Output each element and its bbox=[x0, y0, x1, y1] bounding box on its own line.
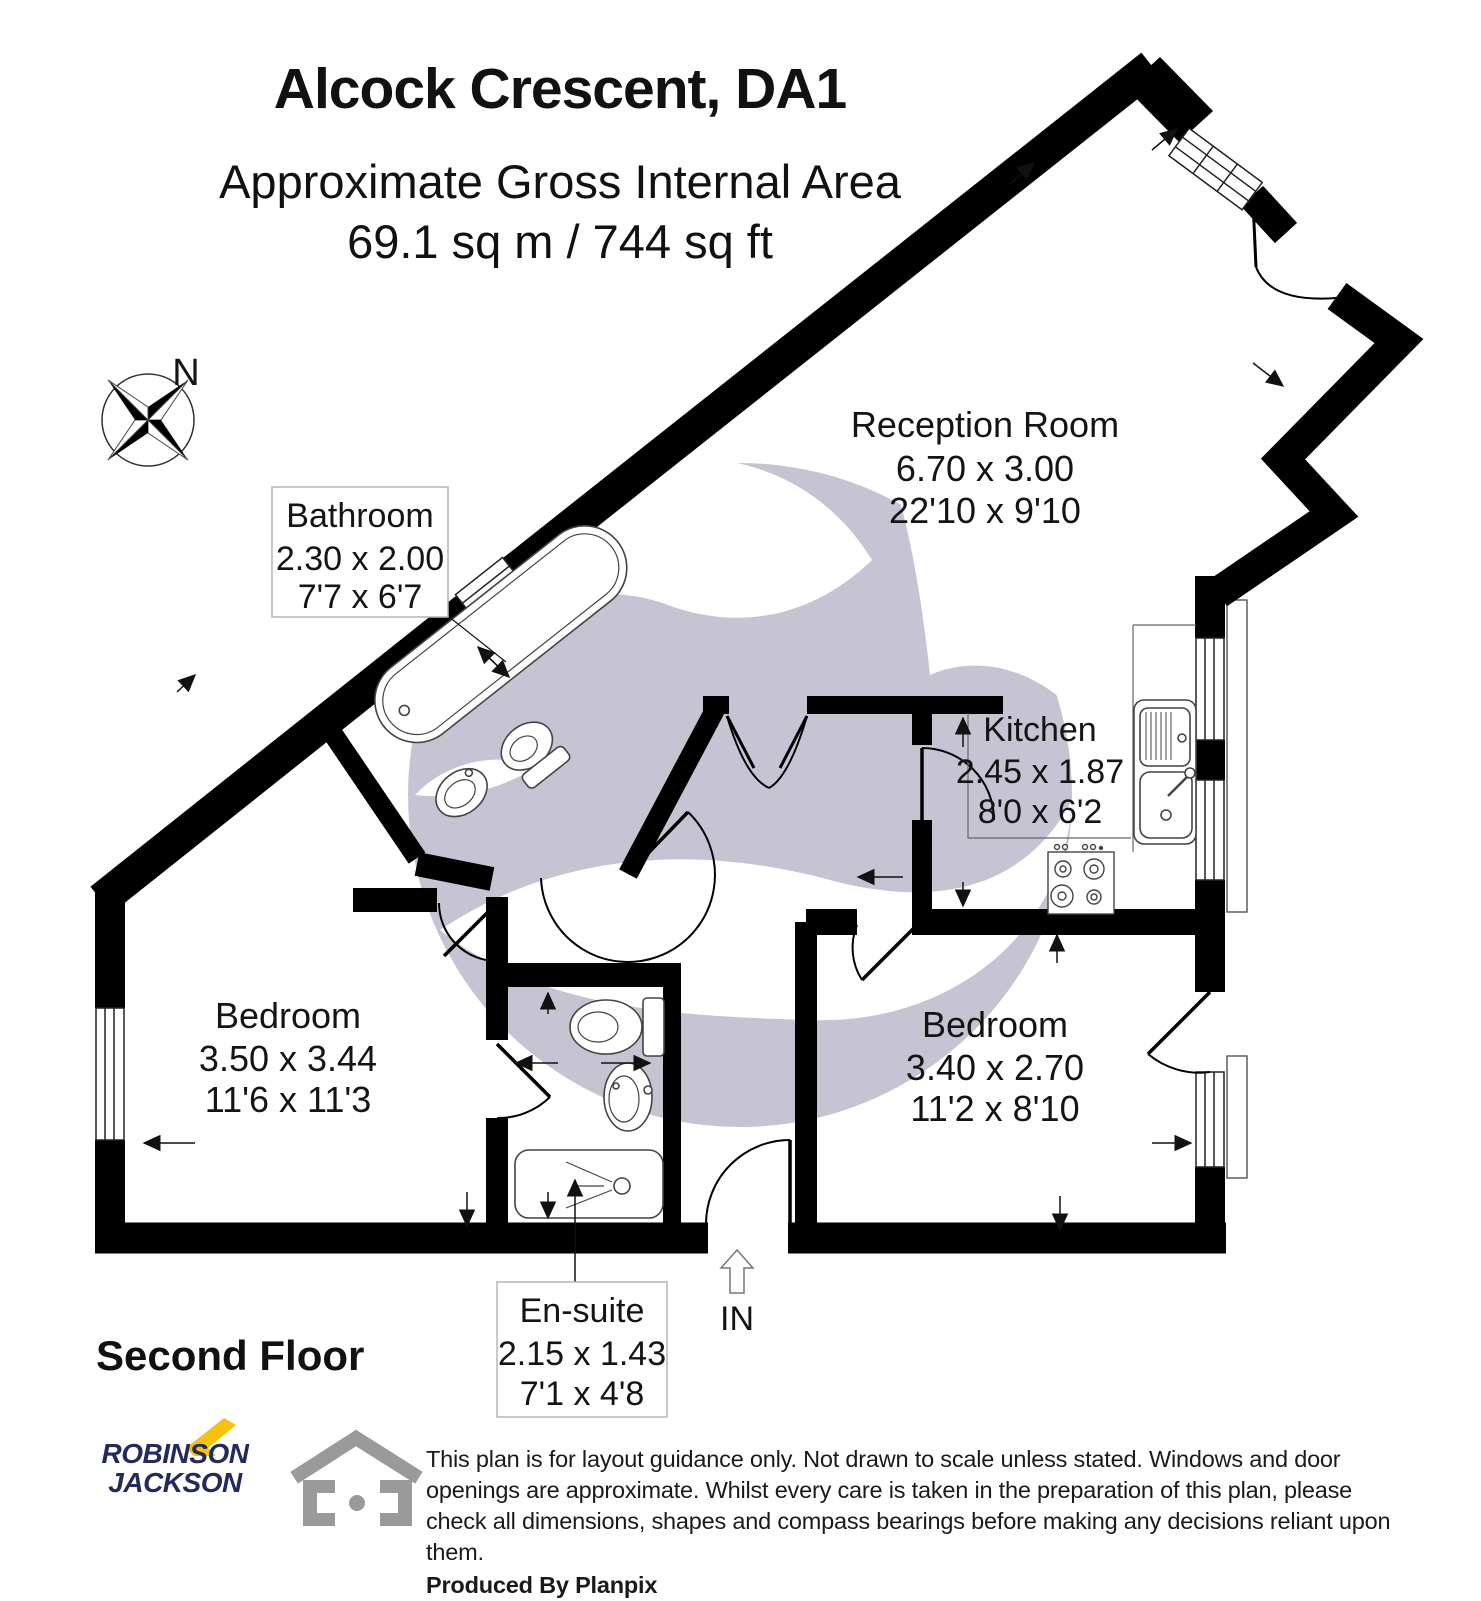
room-name: Bedroom bbox=[215, 995, 361, 1036]
wall-top-corner bbox=[1126, 57, 1213, 142]
agency-name-line2: JACKSON bbox=[108, 1466, 242, 1498]
window-bedroom-left bbox=[95, 1007, 125, 1141]
room-dim-metric: 2.30 x 2.00 bbox=[276, 540, 444, 578]
door-bedroom-right-external bbox=[1146, 990, 1212, 1074]
agency-name-line1: ROBINSON bbox=[101, 1438, 249, 1469]
room-dim-imperial: 22'10 x 9'10 bbox=[889, 490, 1081, 531]
door-bathroom bbox=[540, 810, 716, 963]
room-label-kitchen: Kitchen 2.45 x 1.87 8'0 x 6'2 bbox=[956, 711, 1124, 831]
bathroom-fixtures bbox=[374, 525, 628, 818]
room-dim-imperial: 7'7 x 6'7 bbox=[298, 578, 423, 616]
room-dim-imperial: 8'0 x 6'2 bbox=[978, 793, 1103, 831]
bathroom-sink bbox=[435, 767, 488, 818]
room-dim-metric: 2.45 x 1.87 bbox=[956, 753, 1124, 791]
door-bedroom-right bbox=[851, 923, 919, 982]
plan-title: Alcock Crescent, DA1 bbox=[273, 57, 847, 121]
agency-bird-icon bbox=[185, 1418, 236, 1456]
room-label-reception: Reception Room 6.70 x 3.00 22'10 x 9'10 bbox=[851, 404, 1119, 531]
room-dim-imperial: 11'2 x 8'10 bbox=[910, 1088, 1079, 1129]
room-name: Bathroom bbox=[286, 497, 433, 535]
room-name: Kitchen bbox=[983, 711, 1096, 749]
kitchen-fixtures bbox=[967, 624, 1197, 915]
room-name: Bedroom bbox=[922, 1004, 1068, 1045]
disclaimer-text: This plan is for layout guidance only. N… bbox=[426, 1446, 1391, 1566]
planpix-house-icon bbox=[290, 1429, 423, 1526]
ensuite-fixtures bbox=[514, 997, 665, 1219]
compass-rose: N bbox=[101, 352, 200, 467]
kitchen-sink bbox=[1133, 699, 1197, 845]
bathroom-label-leader bbox=[447, 615, 507, 663]
window-bedroom-right bbox=[1195, 1071, 1225, 1168]
room-label-bathroom: Bathroom 2.30 x 2.00 7'7 x 6'7 bbox=[271, 486, 449, 618]
entrance-marker: IN bbox=[719, 1248, 755, 1338]
room-label-bedroom-left: Bedroom 3.50 x 3.44 11'6 x 11'3 bbox=[199, 995, 377, 1120]
agency-logo: ROBINSON JACKSON bbox=[100, 1438, 250, 1498]
compass-north-label: N bbox=[172, 352, 199, 394]
room-dim-metric: 3.50 x 3.44 bbox=[199, 1038, 377, 1079]
ensuite-shower bbox=[514, 1149, 664, 1219]
interior-walls bbox=[309, 696, 1198, 1238]
producer-credit: Produced By Planpix bbox=[426, 1572, 658, 1599]
entrance-label: IN bbox=[720, 1300, 754, 1338]
room-label-bedroom-right: Bedroom 3.40 x 2.70 11'2 x 8'10 bbox=[906, 1004, 1084, 1129]
kitchen-counter bbox=[967, 624, 1196, 852]
room-name: En-suite bbox=[520, 1292, 645, 1330]
window-kitchen-upper bbox=[1195, 637, 1225, 741]
plan-subtitle: Approximate Gross Internal Area bbox=[219, 155, 901, 208]
room-dim-imperial: 7'1 x 4'8 bbox=[520, 1375, 645, 1413]
room-label-ensuite: En-suite 2.15 x 1.43 7'1 x 4'8 bbox=[496, 1281, 668, 1418]
bathroom-toilet bbox=[500, 721, 571, 789]
ensuite-sink bbox=[603, 1062, 653, 1132]
door-reception-double bbox=[725, 715, 809, 789]
ensuite-toilet bbox=[569, 997, 665, 1057]
dimension-arrows bbox=[142, 128, 1285, 1282]
room-dim-metric: 3.40 x 2.70 bbox=[906, 1047, 1084, 1088]
door-reception-topright bbox=[1251, 200, 1337, 300]
kitchen-hob bbox=[1047, 843, 1115, 915]
door-kitchen bbox=[920, 747, 995, 821]
room-labels: Bathroom 2.30 x 2.00 7'7 x 6'7 Reception… bbox=[199, 404, 1124, 1418]
window-reception-diagonal bbox=[1167, 127, 1264, 211]
doors bbox=[438, 200, 1337, 1225]
wall-zigzag bbox=[1208, 283, 1424, 607]
door-entrance bbox=[705, 1139, 792, 1225]
door-bedroom-left bbox=[438, 901, 499, 962]
room-name: Reception Room bbox=[851, 404, 1119, 445]
plan-area: 69.1 sq m / 744 sq ft bbox=[347, 215, 773, 268]
window-outer-frames bbox=[1226, 599, 1248, 1179]
room-dim-metric: 2.15 x 1.43 bbox=[498, 1335, 666, 1373]
entrance-arrow-icon bbox=[719, 1248, 755, 1294]
disclaimer-block: This plan is for layout guidance only. N… bbox=[426, 1444, 1411, 1601]
room-dim-metric: 6.70 x 3.00 bbox=[896, 448, 1074, 489]
window-kitchen-lower bbox=[1195, 779, 1225, 881]
floor-label: Second Floor bbox=[96, 1332, 365, 1379]
wall-topright-seg bbox=[1240, 185, 1298, 244]
room-dim-imperial: 11'6 x 11'3 bbox=[205, 1079, 372, 1120]
